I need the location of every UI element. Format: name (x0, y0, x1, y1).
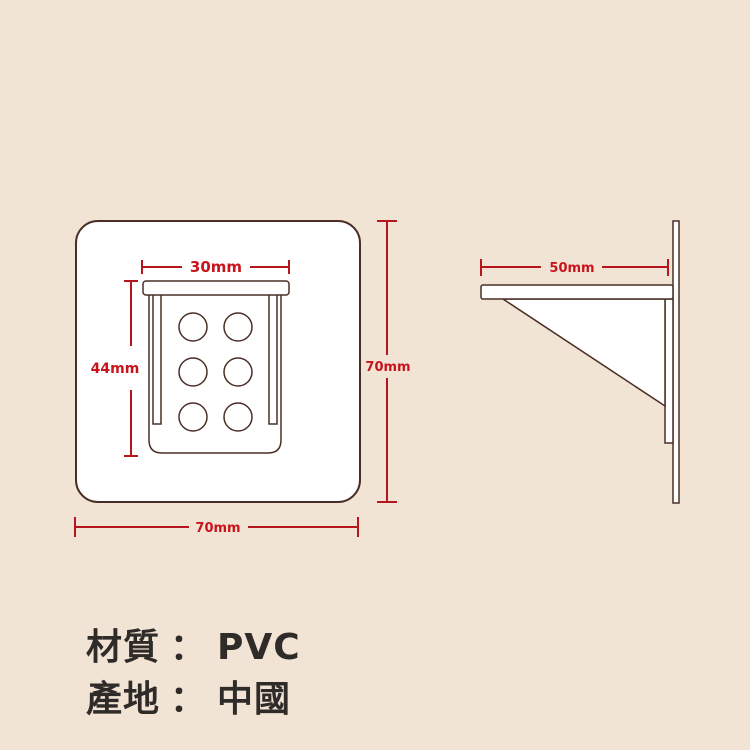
dim-hook-height: 44mm (91, 280, 140, 457)
hook-rail-right (268, 293, 278, 425)
hook-rail-left (152, 293, 162, 425)
label-plate-width: 70mm (195, 521, 240, 536)
spec-material-label: 材質 (86, 627, 161, 668)
label-plate-height: 70mm (365, 360, 410, 375)
spec-origin: 產地：中國 (86, 670, 291, 722)
spec-material-value: PVC (217, 627, 301, 668)
spec-material: 材質：PVC (86, 618, 301, 670)
dim-hook-width: 30mm (141, 258, 290, 276)
label-hook-width: 30mm (190, 258, 242, 276)
spec-origin-value: 中國 (217, 679, 292, 720)
mounting-hole (223, 312, 253, 342)
base-plate-side (672, 220, 680, 504)
dim-depth: 50mm (480, 259, 669, 276)
mounting-hole (223, 402, 253, 432)
mounting-hole (178, 357, 208, 387)
label-depth: 50mm (549, 261, 594, 276)
hole-grid (178, 312, 253, 432)
dim-plate-height: 70mm (365, 220, 411, 503)
label-hook-height: 44mm (91, 361, 140, 377)
mounting-hole (178, 312, 208, 342)
shelf-arm-side (480, 284, 674, 300)
hook-top-bar (142, 280, 290, 296)
dim-plate-width: 70mm (74, 517, 359, 537)
hook-body-front (148, 291, 282, 454)
spec-origin-separator: ： (170, 679, 208, 720)
mounting-hole (223, 357, 253, 387)
mounting-hole (178, 402, 208, 432)
spec-origin-label: 產地 (86, 679, 161, 720)
hook-back-side (664, 298, 674, 444)
spec-material-separator: ： (170, 627, 208, 668)
bracket-support-side (500, 298, 666, 408)
